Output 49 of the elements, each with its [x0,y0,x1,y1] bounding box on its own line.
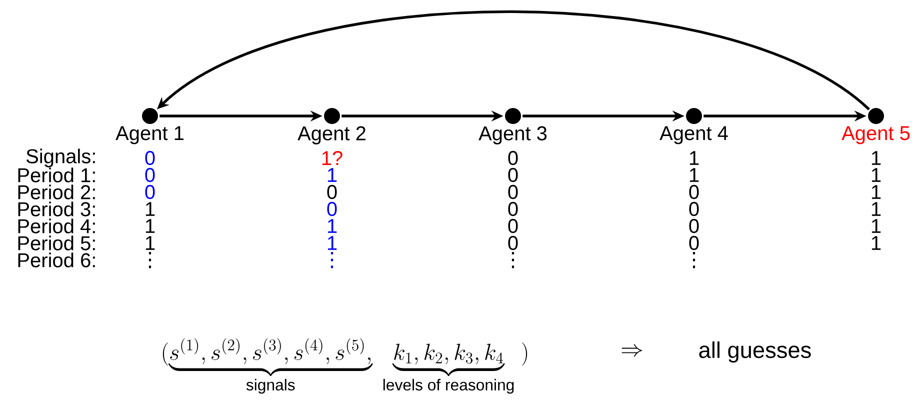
agent-label: Agent 1 [116,126,184,144]
table-cell: 0 [689,236,699,250]
table-cell: 0 [508,150,518,166]
table-cell: 0 [145,168,155,182]
row-label: Signals: [26,148,95,168]
table-cell: ⋮ [692,252,696,268]
table-cell: 0 [508,202,518,216]
row-label: Period 3: [18,202,95,216]
table-cell: 1 [690,168,699,182]
implies-symbol: $\Rightarrow$ [622,344,642,357]
table-cell: 1 [872,151,881,165]
row-label: Period 5: [18,236,95,250]
table-cell: 0 [327,184,337,200]
table-cell: 1 [146,219,155,233]
table-cell: 1 [328,219,337,233]
table-cell: 1? [322,151,342,165]
table-cell: 0 [145,184,155,200]
table-cell: 0 [689,202,699,216]
table-cell: 1 [872,236,881,250]
agent-label: Agent 3 [478,126,547,144]
agent-label: Agent 5 [842,126,910,144]
table-cell: 0 [689,218,699,234]
table-cell: 0 [508,168,518,182]
row-label: Period 1: [18,168,95,182]
table-cell: 0 [508,236,518,250]
agent-label: Agent 2 [298,126,366,144]
table-cell: 1 [146,236,155,250]
table-cell: ⋮ [148,252,152,268]
row-label: Period 4: [18,218,95,234]
table-cell: 1 [146,202,155,216]
table-cell: 1 [872,202,881,216]
table-cell: 0 [327,202,337,216]
table-cell: 0 [145,150,155,166]
row-label: Period 6: [18,252,95,268]
table-cell: 0 [508,184,518,200]
table-cell: ⋮ [512,252,514,268]
table-cell: 0 [689,184,699,200]
table-cell: 1 [328,236,337,250]
table-cell: 1 [328,168,337,182]
formula: $(\underbrace{s^{(1)}, s^{(2)}, s^{(3)}, s^{(4)}, s^{(5)},}_{\text{signals}}\ \underbrace{k_1, k_2, k_3, k_4}_{\text{levels of reasoning}}\ )$ [162,338,528,394]
table-cell: ⋮ [330,252,334,268]
table-cell: 1 [872,168,881,182]
table-cell: 1 [872,185,881,199]
table-cell: 0 [508,218,518,234]
result-text: all guesses [699,341,811,363]
row-label: Period 2: [18,184,95,200]
table-cell: 1 [690,151,699,165]
table-cell: 1 [872,219,881,233]
agent-label: Agent 4 [660,126,728,144]
